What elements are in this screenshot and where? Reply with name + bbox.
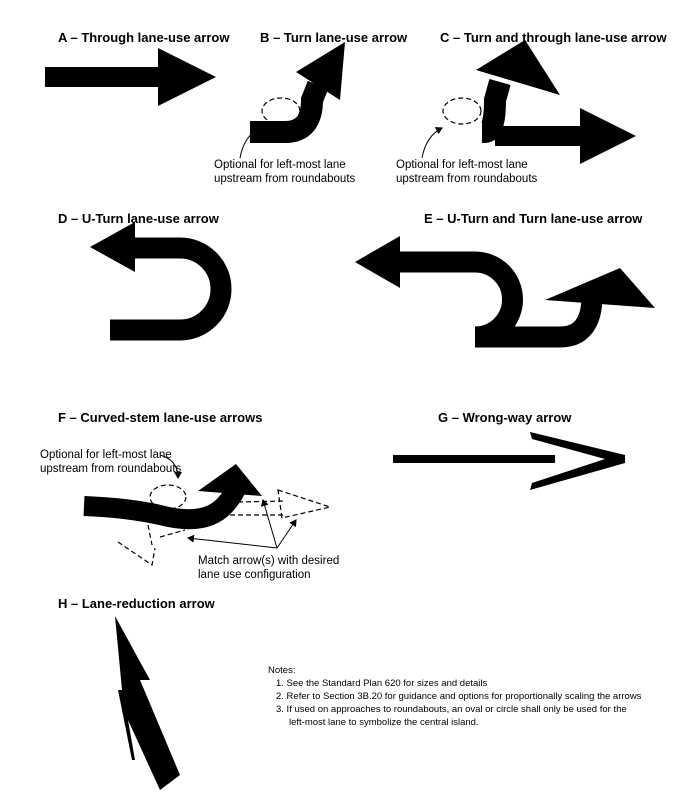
title-g: G – Wrong-way arrow <box>438 410 572 425</box>
title-d: D – U-Turn lane-use arrow <box>58 211 219 226</box>
turn-through-arrow <box>421 40 636 164</box>
title-a: A – Through lane-use arrow <box>58 30 230 45</box>
u-turn-arrow <box>90 222 232 341</box>
optional-oval <box>261 97 301 125</box>
note-3: 3. If used on approaches to roundabouts,… <box>276 704 627 715</box>
u-turn-and-turn-arrow <box>355 236 655 348</box>
through-arrow <box>45 48 216 106</box>
wrong-way-arrow <box>393 432 625 490</box>
optional-oval <box>149 484 187 510</box>
title-h: H – Lane-reduction arrow <box>58 596 215 611</box>
title-e: E – U-Turn and Turn lane-use arrow <box>424 211 643 226</box>
turn-arrow <box>239 42 345 159</box>
caption-c: Optional for left-most lane upstream fro… <box>396 159 538 185</box>
title-c: C – Turn and through lane-use arrow <box>440 30 667 45</box>
note-2: 2. Refer to Section 3B.20 for guidance a… <box>276 691 642 702</box>
note-3-cont: left-most lane to symbolize the central … <box>289 717 479 728</box>
curved-stem-arrows <box>83 454 333 567</box>
caption-f: Optional for left-most lane upstream fro… <box>40 449 182 475</box>
caption-b: Optional for left-most lane upstream fro… <box>214 159 356 185</box>
caption-f-match: Match arrow(s) with desired lane use con… <box>198 555 340 581</box>
note-1: 1. See the Standard Plan 620 for sizes a… <box>276 678 488 689</box>
optional-oval <box>442 97 482 125</box>
lane-reduction-arrow <box>115 616 180 790</box>
title-b: B – Turn lane-use arrow <box>260 30 408 45</box>
notes-heading: Notes: <box>268 665 296 676</box>
notes: Notes: 1. See the Standard Plan 620 for … <box>268 664 641 729</box>
title-f: F – Curved-stem lane-use arrows <box>58 410 263 425</box>
